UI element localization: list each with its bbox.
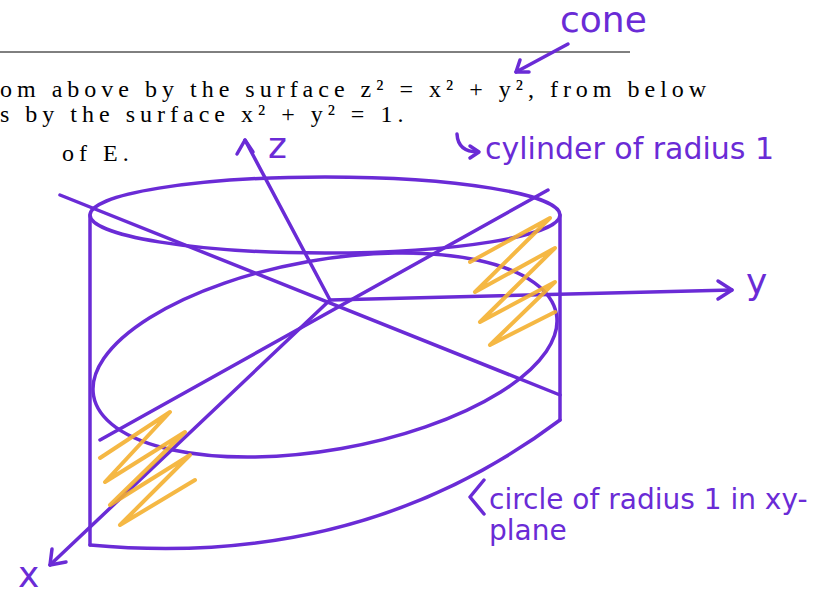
- problem-text: of E.: [62, 140, 134, 166]
- cone-pointer-head: [516, 60, 529, 72]
- orange-hatching: [470, 218, 555, 345]
- problem-text: s by the surface x² + y² = 1.: [0, 101, 408, 127]
- handwritten-note: cone: [560, 0, 647, 40]
- axis-label: z: [268, 126, 287, 166]
- z-axis-head: [237, 140, 253, 154]
- cylinder-wall: [88, 215, 92, 545]
- cone-line: [60, 195, 560, 395]
- x-axis-head: [50, 549, 66, 565]
- circle-pointer: [470, 480, 484, 514]
- handwritten-note: cylinder of radius 1: [485, 132, 774, 165]
- handwritten-note: circle of radius 1 in xy-plane: [489, 485, 829, 547]
- x-axis: [50, 300, 330, 565]
- orange-hatching: [100, 412, 195, 525]
- y-axis-head: [718, 281, 732, 299]
- cylinder-top: [90, 177, 560, 253]
- axis-label: y: [746, 262, 767, 302]
- z-axis: [245, 140, 330, 300]
- problem-text: om above by the surface z² = x² + y², fr…: [0, 76, 711, 102]
- cylinder-wall: [558, 215, 562, 420]
- axis-label: x: [18, 555, 39, 595]
- cylinder-hook-head: [470, 146, 479, 158]
- cone-line: [100, 190, 548, 440]
- cone-pointer: [516, 44, 568, 72]
- xy-circle: [77, 221, 573, 490]
- header-rule: [0, 52, 630, 53]
